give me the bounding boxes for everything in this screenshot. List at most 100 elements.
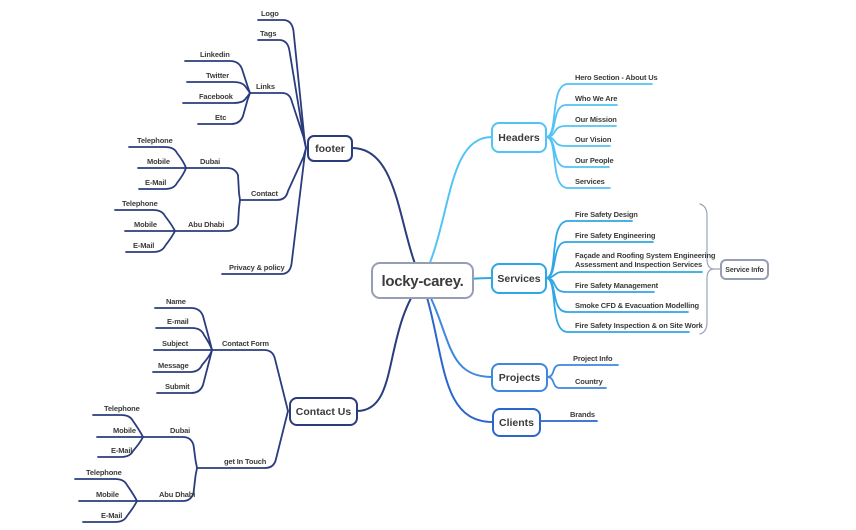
footer-branch-lines [114,19,307,275]
node-cf-submit[interactable]: Submit [165,382,190,391]
node-ca-email[interactable]: E-Mail [133,241,154,250]
node-smoke-cfd[interactable]: Smoke CFD & Evacuation Modelling [575,301,700,310]
node-ga-telephone[interactable]: Telephone [86,468,122,477]
line-privacy [221,147,307,275]
headers-node-box[interactable] [491,122,547,153]
line-fs-design [545,220,633,279]
edge-root-footer [351,147,423,282]
contact-us-node-box[interactable] [289,397,358,426]
edge-root-contact-us [356,280,423,412]
node-facade-line2[interactable]: Assessment and Inspection Services [575,260,702,269]
edge-root-headers [421,136,493,282]
node-cd-mobile[interactable]: Mobile [147,157,170,166]
line-fs-inspection [545,277,690,333]
node-who-we-are[interactable]: Who We Are [575,94,617,103]
node-fire-safety-design[interactable]: Fire Safety Design [575,210,638,219]
root-node-label[interactable]: locky-carey. [381,273,463,290]
contact-us-node-label[interactable]: Contact Us [296,406,352,418]
line-gd-telephone [92,414,144,438]
line-ca-email [125,230,176,253]
line-hero [545,83,653,138]
line-get-in-touch [196,410,289,469]
node-tags[interactable]: Tags [260,29,277,38]
headers-node-label[interactable]: Headers [498,132,540,144]
node-ga-email[interactable]: E-Mail [101,511,122,520]
node-contact-abudhabi[interactable]: Abu Dhabi [188,220,224,229]
node-brands[interactable]: Brands [570,410,595,419]
node-cf-email[interactable]: E-mail [167,317,189,326]
node-fire-safety-engineering[interactable]: Fire Safety Engineering [575,231,656,240]
edge-root-clients [421,280,494,423]
services-node-label[interactable]: Services [497,273,540,285]
line-services-item [545,136,611,189]
node-cf-message[interactable]: Message [158,361,189,370]
footer-node-box[interactable] [307,135,353,162]
node-contact-dubai[interactable]: Dubai [200,157,220,166]
node-fire-safety-management[interactable]: Fire Safety Management [575,281,659,290]
line-links [249,92,307,149]
node-our-people[interactable]: Our People [575,156,614,165]
service-info-brace [699,203,721,335]
line-contact-form [211,349,289,412]
line-etc [197,92,251,125]
node-facebook[interactable]: Facebook [199,92,234,101]
node-cf-name[interactable]: Name [166,297,186,306]
node-project-info[interactable]: Project Info [573,354,613,363]
line-cf-submit [156,349,213,394]
node-twitter[interactable]: Twitter [206,71,229,80]
node-git-dubai[interactable]: Dubai [170,426,190,435]
node-cd-email[interactable]: E-Mail [145,178,166,187]
line-tags [257,39,307,149]
node-cd-telephone[interactable]: Telephone [137,136,173,145]
node-linkedin[interactable]: Linkedin [200,50,230,59]
node-facade-line1[interactable]: Façade and Roofing System Engineering [575,251,716,260]
headers-branch-lines [545,83,653,189]
node-privacy[interactable]: Privacy & policy [229,263,286,272]
line-facade [545,271,703,279]
node-ca-telephone[interactable]: Telephone [122,199,158,208]
line-gd-email [97,436,144,458]
node-gd-mobile[interactable]: Mobile [113,426,136,435]
node-fire-safety-inspection[interactable]: Fire Safety Inspection & on Site Work [575,321,704,330]
service-info-node-box[interactable] [720,259,769,280]
node-get-in-touch[interactable]: get In Touch [224,457,267,466]
line-ga-telephone [74,478,138,502]
footer-node-label[interactable]: footer [315,143,345,155]
brace-curve [699,203,714,335]
service-info-node-label[interactable]: Service Info [725,267,764,274]
node-logo[interactable]: Logo [261,9,279,18]
node-services-item[interactable]: Services [575,177,605,186]
node-our-mission[interactable]: Our Mission [575,115,617,124]
node-hero-section[interactable]: Hero Section - About Us [575,73,658,82]
node-gd-email[interactable]: E-Mail [111,446,132,455]
line-git-abudhabi [136,467,198,502]
line-contact-dubai [185,167,241,201]
services-branch-lines [545,220,703,333]
node-links[interactable]: Links [256,82,275,91]
clients-node-box[interactable] [492,408,541,437]
line-ca-telephone [114,209,176,232]
line-cd-email [138,167,187,190]
node-cf-subject[interactable]: Subject [162,339,189,348]
services-node-box[interactable] [491,263,547,294]
clients-node-label[interactable]: Clients [499,417,534,429]
line-project-info [546,364,619,378]
root-node-box[interactable] [371,262,474,299]
node-contact-form[interactable]: Contact Form [222,339,270,348]
projects-node-label[interactable]: Projects [499,372,541,384]
node-contact[interactable]: Contact [251,189,279,198]
line-cd-telephone [128,146,187,169]
projects-node-box[interactable] [491,363,548,392]
node-etc[interactable]: Etc [215,113,226,122]
node-country[interactable]: Country [575,377,604,386]
labels: locky-carey. footer Contact Us Headers S… [86,9,764,520]
node-git-abudhabi[interactable]: Abu Dhabi [159,490,195,499]
line-contact-abudhabi [174,199,241,232]
node-our-vision[interactable]: Our Vision [575,135,612,144]
line-ga-email [82,500,138,523]
node-gd-telephone[interactable]: Telephone [104,404,140,413]
node-ca-mobile[interactable]: Mobile [134,220,157,229]
node-ga-mobile[interactable]: Mobile [96,490,119,499]
